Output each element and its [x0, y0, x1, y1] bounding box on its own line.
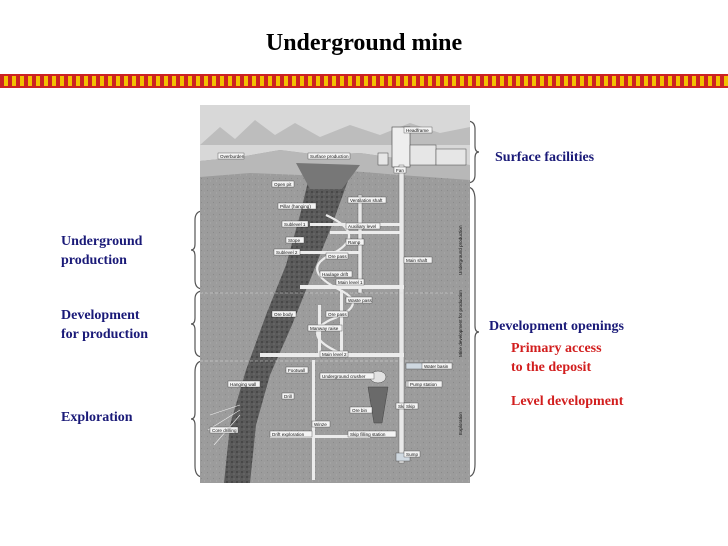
- svg-text:Winze: Winze: [314, 422, 327, 427]
- label-primary-access: Primary access to the deposit: [511, 341, 602, 375]
- svg-text:Sump: Sump: [406, 452, 418, 457]
- fan-housing: [377, 152, 389, 166]
- main-level-1: [300, 285, 404, 289]
- svg-text:Sublevel 2: Sublevel 2: [276, 250, 298, 255]
- title-divider-band: [0, 74, 728, 88]
- label-exploration: Exploration: [61, 410, 133, 425]
- label-level-development: Level development: [511, 394, 624, 409]
- svg-text:Hanging wall: Hanging wall: [230, 382, 256, 387]
- svg-text:Ventilation shaft: Ventilation shaft: [350, 198, 383, 203]
- svg-text:Surface production: Surface production: [310, 154, 349, 159]
- brace-left-exploration: [190, 360, 204, 478]
- svg-text:Waste pass: Waste pass: [348, 298, 373, 303]
- page-title: Underground mine: [265, 30, 463, 56]
- svg-text:Fan: Fan: [396, 168, 404, 173]
- sublevel-2: [300, 251, 360, 254]
- svg-text:Main level 1: Main level 1: [338, 280, 363, 285]
- svg-text:Haulage drift: Haulage drift: [322, 272, 349, 277]
- svg-text:Manway raise: Manway raise: [310, 326, 339, 331]
- brace-right-surface: [466, 120, 480, 184]
- main-shaft: [398, 164, 405, 464]
- auxiliary-level: [330, 231, 400, 234]
- ore-body: [224, 173, 350, 483]
- open-pit: [296, 163, 360, 189]
- brace-right-development: [466, 186, 480, 478]
- svg-text:Open pit: Open pit: [274, 182, 292, 187]
- surface-building-2: [435, 148, 467, 166]
- label-development-for-production: Development for production: [61, 308, 148, 342]
- svg-text:Pillar (hanging): Pillar (hanging): [280, 204, 311, 209]
- core-drill-hole-2: [207, 409, 241, 431]
- svg-text:Main level 2: Main level 2: [322, 352, 347, 357]
- svg-text:Ramp: Ramp: [348, 240, 361, 245]
- label-underground-production: Underground production: [61, 234, 143, 268]
- svg-text:Skip: Skip: [398, 404, 407, 409]
- mine-cross-section: Headframe Overburden Surface production …: [200, 105, 470, 483]
- svg-text:Pump station: Pump station: [410, 382, 437, 387]
- svg-text:Drift exploration: Drift exploration: [272, 432, 305, 437]
- drift-exploration: [270, 435, 370, 438]
- side-caption-development: Mine development for production: [458, 290, 463, 357]
- brace-left-development: [190, 290, 204, 358]
- svg-text:Ore pass: Ore pass: [328, 312, 347, 317]
- svg-text:Drill: Drill: [284, 394, 292, 399]
- svg-text:Auxiliary level: Auxiliary level: [348, 224, 376, 229]
- svg-text:Water basin: Water basin: [424, 364, 449, 369]
- side-caption-exploration: Exploration: [458, 412, 463, 435]
- svg-text:Footwall: Footwall: [288, 368, 305, 373]
- winze: [312, 360, 315, 480]
- label-surface-facilities: Surface facilities: [495, 150, 595, 165]
- svg-text:Main shaft: Main shaft: [406, 258, 428, 263]
- brace-left-production: [190, 210, 204, 290]
- core-drill-hole-1: [209, 404, 241, 416]
- svg-text:Skip: Skip: [406, 404, 415, 409]
- figure-labels: Headframe Overburden Surface production …: [209, 126, 453, 458]
- svg-text:Overburden: Overburden: [220, 154, 245, 159]
- svg-text:Stope: Stope: [288, 238, 300, 243]
- svg-text:Ore bin: Ore bin: [352, 408, 368, 413]
- ore-pass: [340, 290, 343, 353]
- svg-text:Ore body: Ore body: [274, 312, 294, 317]
- svg-text:Core drilling: Core drilling: [212, 428, 237, 433]
- surface-building-1: [409, 144, 437, 166]
- label-development-openings: Development openings: [489, 319, 624, 334]
- side-caption-production: Underground production: [458, 225, 463, 275]
- svg-text:Underground crusher: Underground crusher: [322, 374, 366, 379]
- svg-text:Headframe: Headframe: [406, 128, 429, 133]
- svg-text:Sublevel 1: Sublevel 1: [284, 222, 306, 227]
- svg-text:Ore pass: Ore pass: [328, 254, 347, 259]
- svg-text:Skip filling station: Skip filling station: [350, 432, 386, 437]
